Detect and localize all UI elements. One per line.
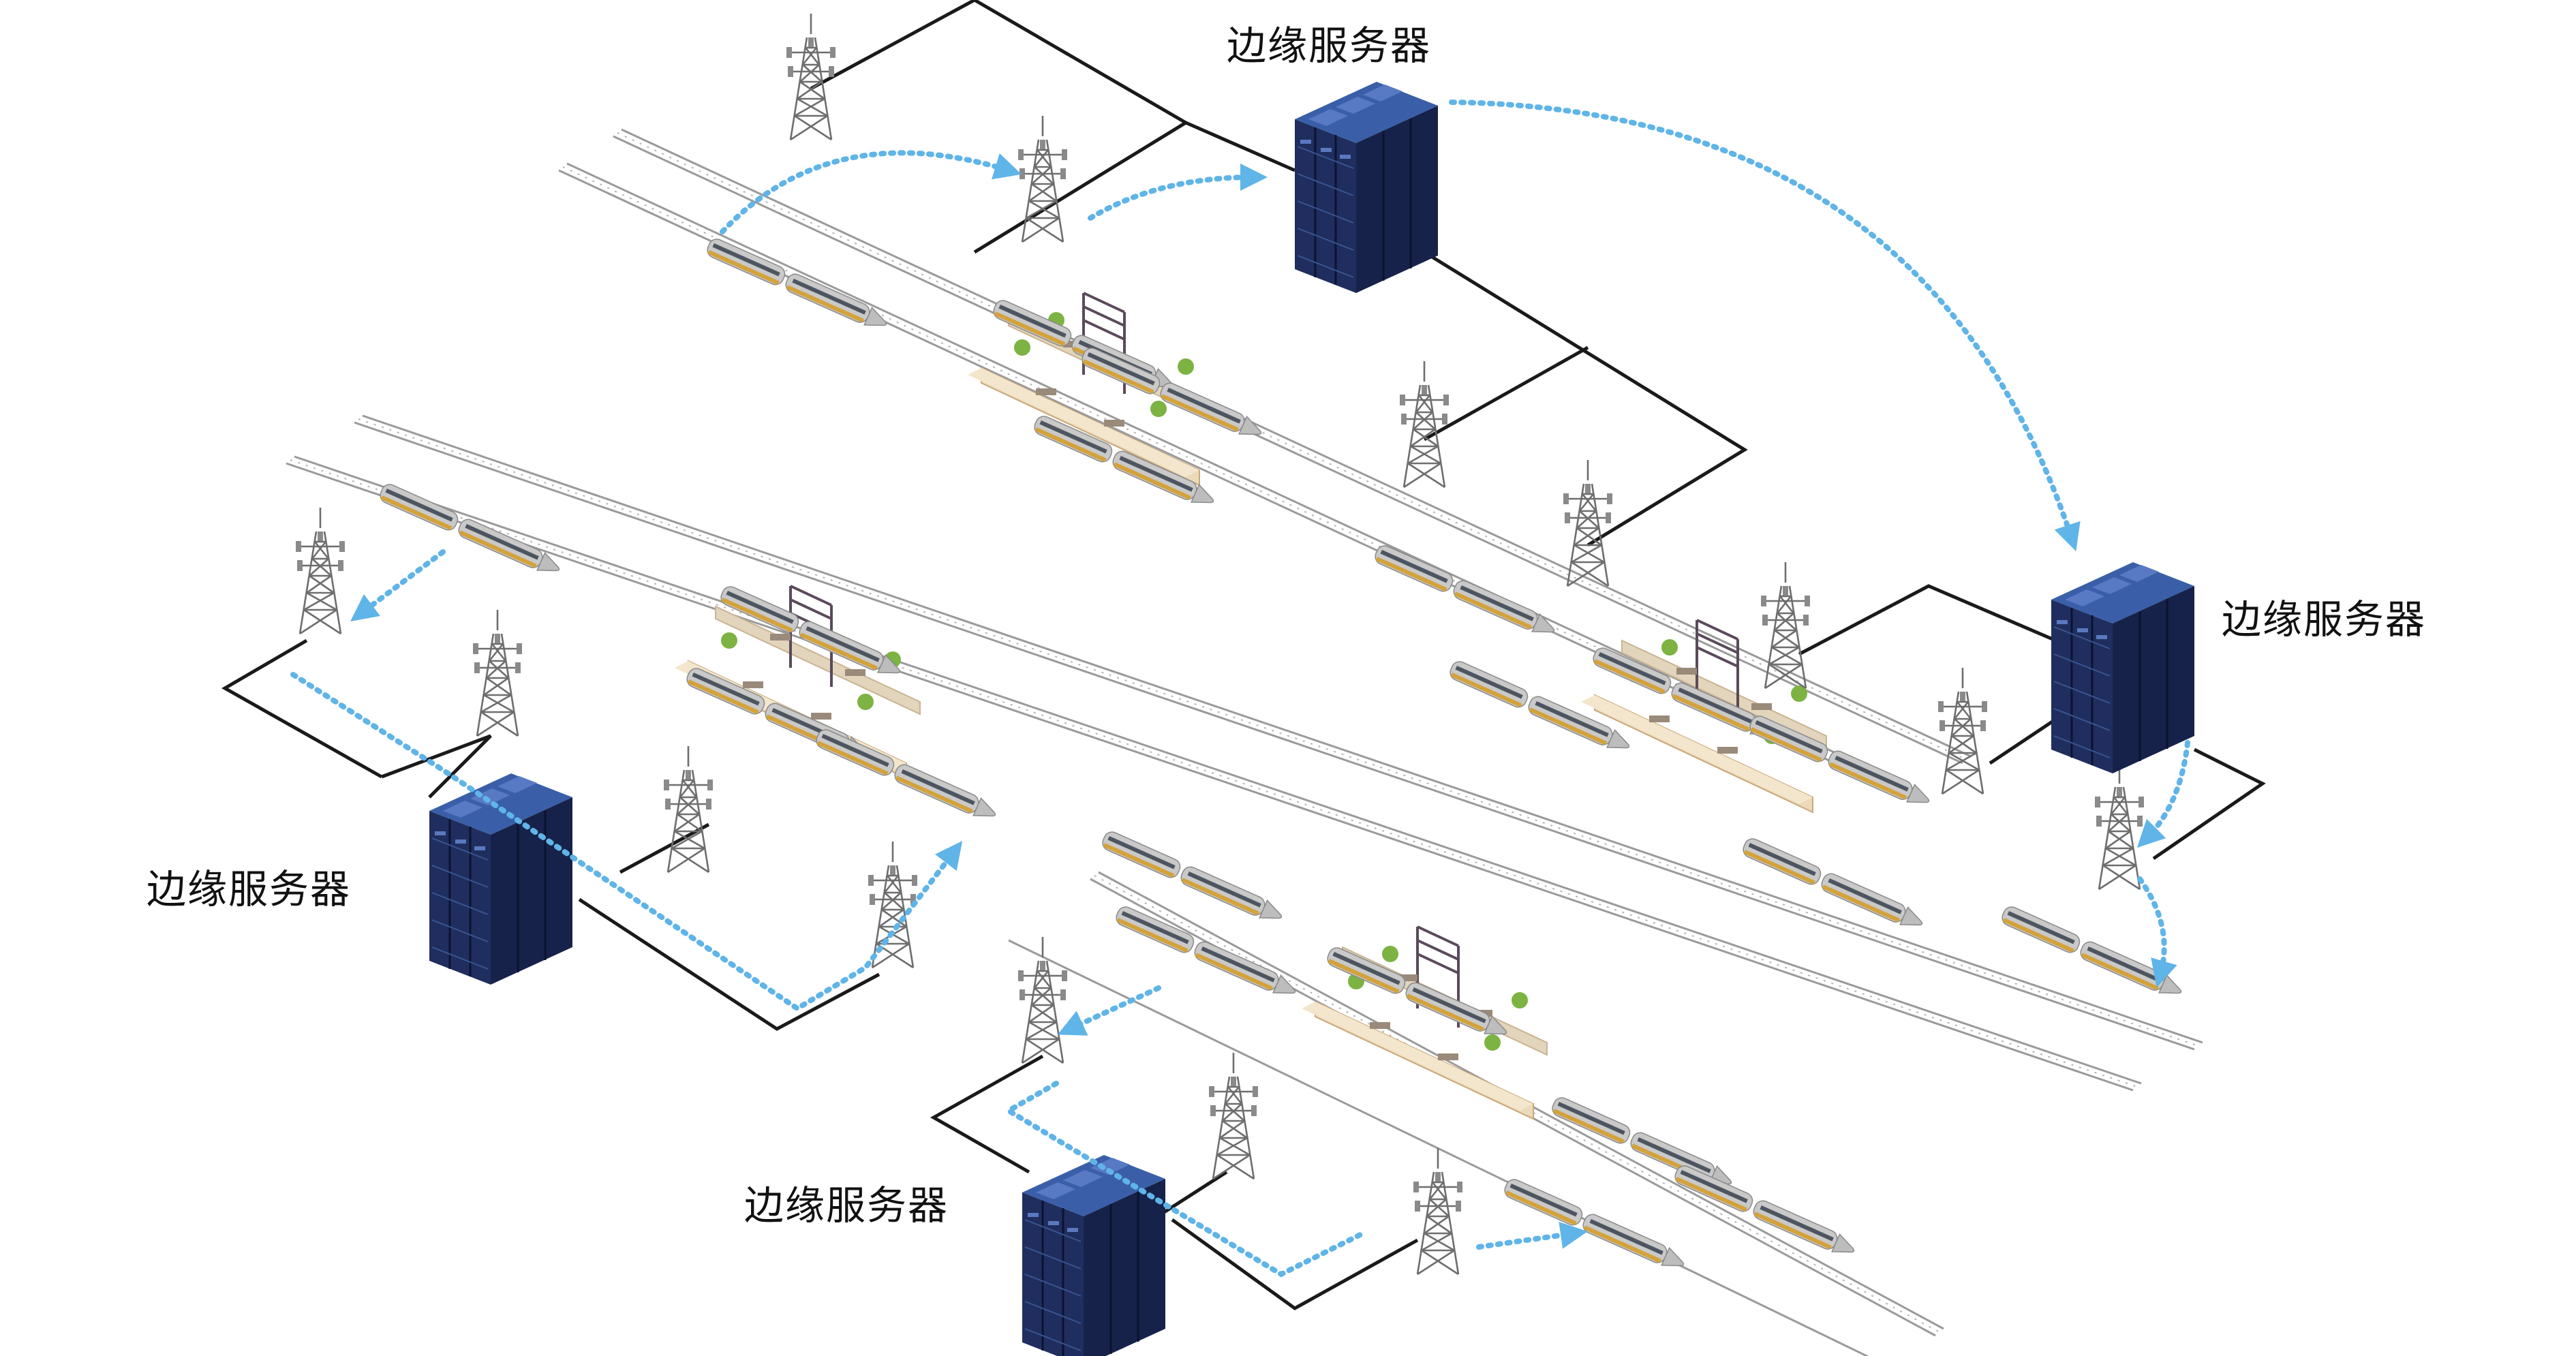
data-flow-arrows — [290, 99, 2190, 1278]
cell-tower-icon — [1398, 360, 1450, 489]
edge-server-right — [2050, 561, 2196, 775]
train-16 — [1999, 904, 2186, 1002]
cell-tower-icon — [1412, 1147, 1464, 1276]
edge-server-label-top: 边缘服务器 — [1227, 22, 1432, 69]
cell-tower-icon — [472, 608, 523, 737]
cell-tower-icon — [294, 506, 346, 635]
train-15 — [1740, 835, 1927, 934]
train-14 — [1747, 713, 1933, 811]
train-11 — [1113, 904, 1300, 1002]
edge-server-label-bottom: 边缘服务器 — [744, 1182, 949, 1229]
edge-server-top — [1293, 80, 1439, 294]
train-20 — [1501, 1176, 1688, 1274]
cell-tower-icon — [2094, 762, 2145, 891]
edge-server-label-left: 边缘服务器 — [147, 866, 352, 912]
cell-tower-icon — [1017, 936, 1069, 1064]
cell-tower-icon — [785, 12, 837, 141]
edge-server-label-right: 边缘服务器 — [2222, 596, 2427, 643]
train-5 — [1372, 542, 1559, 641]
cell-tower-icon — [662, 745, 714, 874]
edge-server-left — [428, 772, 574, 986]
train-6 — [377, 481, 564, 579]
train-13 — [1590, 645, 1777, 743]
train-9 — [813, 726, 1000, 825]
station-middle-right — [1580, 619, 1828, 814]
wired-backhaul-links — [221, 0, 2266, 1310]
cell-tower-icon — [1017, 114, 1069, 243]
train-19 — [1672, 1162, 1858, 1261]
cell-tower-icon — [867, 840, 919, 969]
cell-tower-icon — [1562, 459, 1614, 587]
cell-tower-icon — [1937, 666, 1989, 795]
cell-tower-icon — [1208, 1051, 1259, 1180]
train-3 — [1031, 413, 1218, 511]
edge-server-bottom — [1021, 1154, 1167, 1356]
